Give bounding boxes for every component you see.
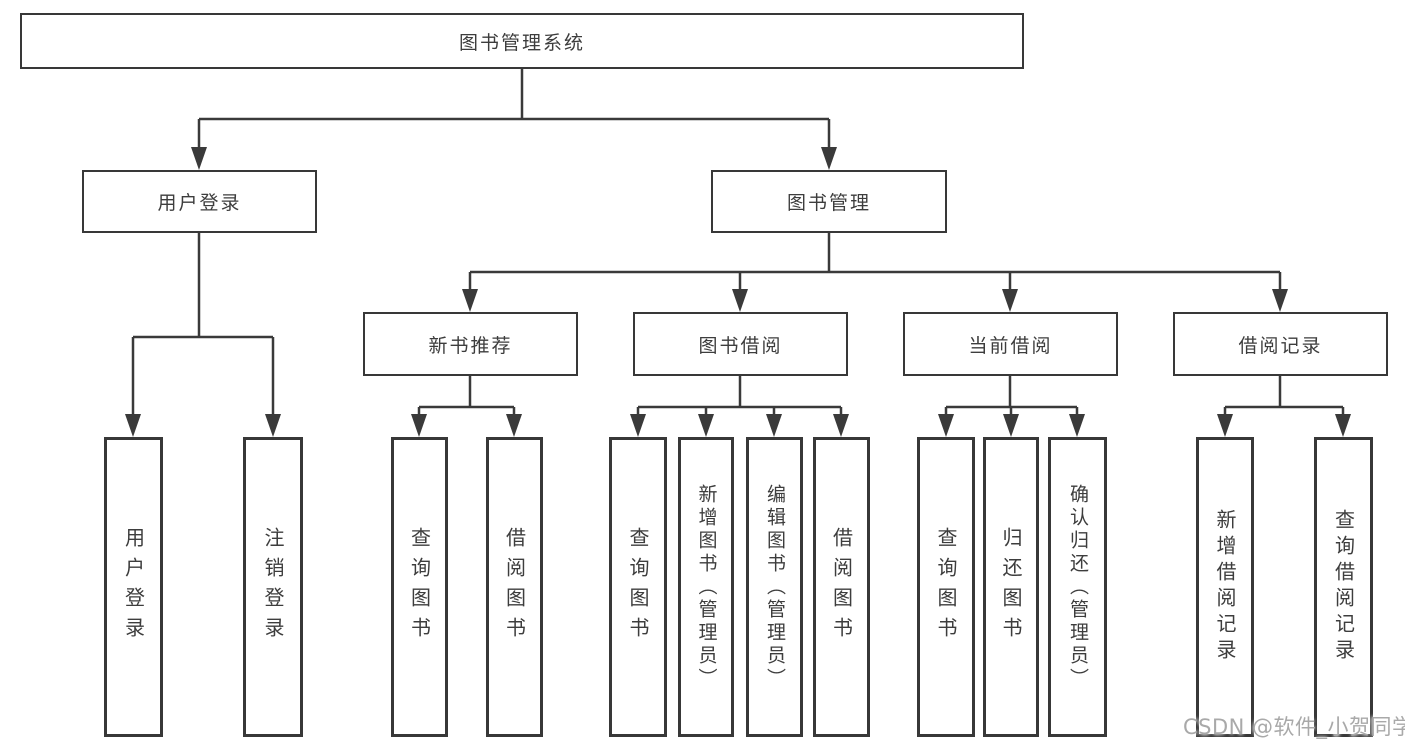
leaf-newbook-query: 查询图书 (391, 437, 448, 737)
leaf-borrow-query: 查询图书 (609, 437, 667, 737)
leaf-newbook-query-label: 查询图书 (407, 527, 432, 647)
node-current-borrow: 当前借阅 (903, 312, 1118, 376)
arrowheads (125, 147, 1351, 437)
node-book-borrow-label: 图书借阅 (698, 334, 783, 357)
node-new-book-recommend-label: 新书推荐 (428, 334, 513, 357)
leaf-record-query: 查询借阅记录 (1314, 437, 1373, 737)
node-book-borrow: 图书借阅 (633, 312, 848, 376)
leaf-newbook-borrow: 借阅图书 (486, 437, 543, 737)
csdn-watermark: CSDN @软件_小贺同学 (1183, 715, 1405, 739)
leaf-logout-label: 注销登录 (261, 527, 285, 647)
leaf-current-return: 归还图书 (983, 437, 1039, 737)
node-borrow-record-label: 借阅记录 (1238, 334, 1323, 357)
leaf-borrow-borrow-label: 借阅图书 (829, 527, 854, 647)
leaf-current-confirm-admin: 确认归还（管理员） (1048, 437, 1107, 737)
leaf-borrow-add-admin-label: 新增图书（管理员） (695, 483, 718, 691)
node-book-management: 图书管理 (711, 170, 947, 233)
leaf-newbook-borrow-label: 借阅图书 (502, 527, 527, 647)
node-user-login: 用户登录 (82, 170, 317, 233)
node-root: 图书管理系统 (20, 13, 1024, 69)
leaf-current-return-label: 归还图书 (999, 527, 1023, 647)
node-user-login-label: 用户登录 (157, 192, 242, 214)
leaf-borrow-borrow: 借阅图书 (813, 437, 870, 737)
node-new-book-recommend: 新书推荐 (363, 312, 578, 376)
leaf-current-query: 查询图书 (917, 437, 975, 737)
node-book-management-label: 图书管理 (786, 192, 871, 214)
node-borrow-record: 借阅记录 (1173, 312, 1388, 376)
leaf-borrow-add-admin: 新增图书（管理员） (678, 437, 734, 737)
leaf-record-query-label: 查询借阅记录 (1331, 509, 1356, 665)
leaf-current-query-label: 查询图书 (934, 527, 958, 647)
leaf-borrow-edit-admin-label: 编辑图书（管理员） (764, 483, 786, 691)
leaf-record-add-label: 新增借阅记录 (1213, 509, 1237, 665)
leaf-user-login: 用户登录 (104, 437, 163, 737)
leaf-current-confirm-admin-label: 确认归还（管理员） (1067, 483, 1089, 691)
node-current-borrow-label: 当前借阅 (968, 334, 1053, 357)
leaf-record-add: 新增借阅记录 (1196, 437, 1254, 737)
leaf-borrow-query-label: 查询图书 (626, 527, 650, 647)
leaf-user-login-label: 用户登录 (121, 527, 146, 647)
leaf-logout: 注销登录 (243, 437, 303, 737)
node-root-label: 图书管理系统 (458, 31, 585, 54)
leaf-borrow-edit-admin: 编辑图书（管理员） (746, 437, 803, 737)
